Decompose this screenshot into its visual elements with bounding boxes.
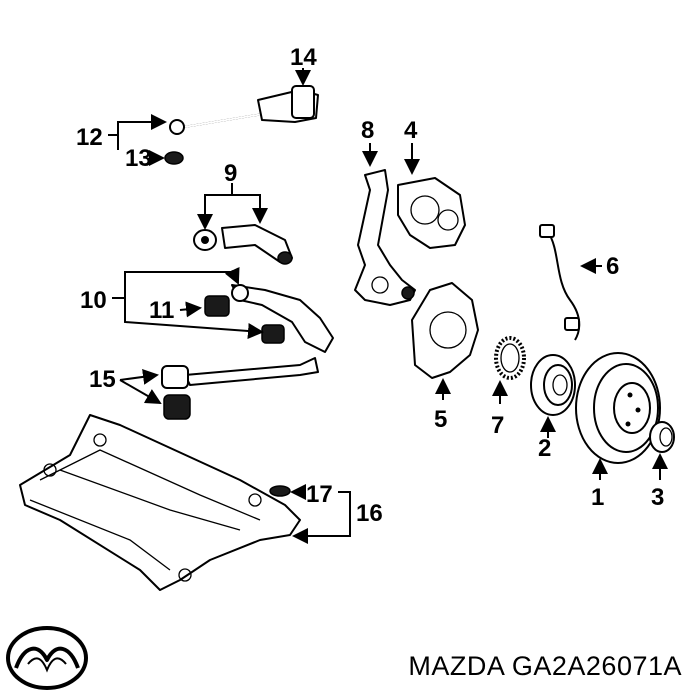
part-number-caption: MAZDA GA2A26071A (408, 651, 682, 681)
leader-lines (108, 68, 668, 544)
callout-15: 15 (89, 366, 116, 393)
callout-9: 9 (224, 160, 237, 187)
callout-8: 8 (361, 117, 374, 144)
callout-17: 17 (306, 481, 333, 508)
hub-cap (649, 421, 675, 453)
callout-10: 10 (80, 287, 107, 314)
callout-1: 1 (591, 484, 604, 511)
front-crossmember (19, 414, 301, 591)
callout-13: 13 (125, 145, 152, 172)
stabilizer-link-assembly (164, 85, 319, 165)
brake-caliper (397, 177, 466, 249)
callout-12: 12 (76, 124, 103, 151)
sensor-ring (494, 336, 526, 380)
callout-4: 4 (404, 117, 418, 144)
callout-5: 5 (434, 406, 447, 433)
tension-rod (161, 357, 319, 420)
callout-3: 3 (651, 484, 664, 511)
mazda-logo-icon (6, 626, 88, 690)
disc-rotor (575, 352, 661, 464)
hub-bearing (530, 354, 576, 416)
callout-16: 16 (356, 500, 383, 527)
upper-arm (193, 224, 293, 265)
abs-sensor (539, 224, 581, 341)
callout-7: 7 (491, 412, 504, 439)
callout-2: 2 (538, 435, 551, 462)
dust-shield (411, 282, 479, 379)
callout-14: 14 (290, 44, 317, 71)
callout-11: 11 (149, 297, 174, 324)
steering-knuckle (354, 169, 416, 306)
callout-6: 6 (606, 253, 619, 280)
lower-control-arm (204, 284, 334, 353)
